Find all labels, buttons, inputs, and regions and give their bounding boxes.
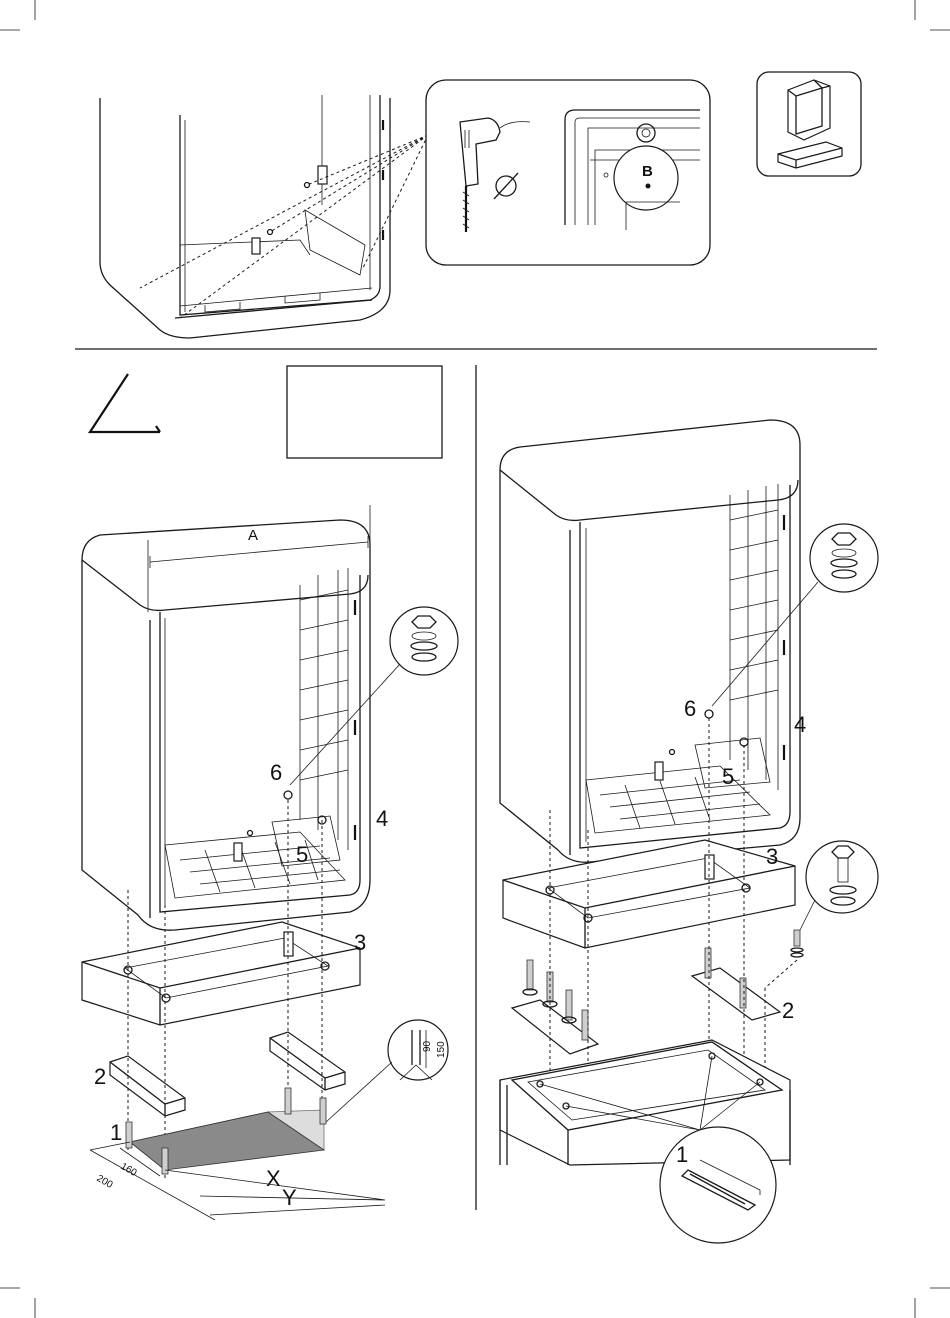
warning-corner-icon	[90, 374, 160, 432]
drilling-detail-panel: B	[426, 80, 710, 265]
nut-washer-icon	[290, 607, 458, 785]
right-callout-5: 5	[722, 764, 734, 789]
right-callout-6: 6	[684, 696, 696, 721]
dim-x-label: X	[266, 1166, 281, 1191]
left-callout-3: 3	[354, 930, 366, 955]
right-callout-4: 4	[794, 712, 806, 737]
right-callout-1: 1	[676, 1142, 688, 1167]
dim-150-label: 150	[436, 1041, 447, 1058]
bolt-washer-icon	[791, 841, 878, 957]
left-callout-5: 5	[296, 842, 308, 867]
right-cabinet-drawing	[500, 420, 800, 862]
nut-washer-icon-right	[712, 524, 878, 706]
spacer-block-icon	[757, 72, 861, 176]
top-cabinet-drawing	[100, 95, 428, 338]
left-callout-6: 6	[270, 760, 282, 785]
right-callout-3: 3	[766, 844, 778, 869]
left-cabinet-drawing: A	[82, 505, 370, 930]
left-floor-area: 160 200 X Y	[90, 1088, 385, 1220]
dim-y-label: Y	[282, 1185, 297, 1210]
left-callout-1: 1	[110, 1120, 122, 1145]
dim-200-label: 200	[95, 1173, 115, 1191]
dim-a-label: A	[248, 527, 258, 544]
left-callout-4: 4	[376, 806, 388, 831]
right-plinth	[503, 840, 795, 948]
note-box	[287, 366, 442, 458]
dim-90-label: 90	[422, 1040, 433, 1052]
left-callout-2: 2	[94, 1064, 106, 1089]
detail-label-b: B	[642, 163, 653, 180]
left-plinth	[82, 922, 360, 1025]
dim-160-label: 160	[119, 1161, 139, 1179]
right-callout-2: 2	[782, 998, 794, 1023]
right-brackets	[512, 948, 780, 1054]
left-brackets	[110, 1032, 345, 1116]
